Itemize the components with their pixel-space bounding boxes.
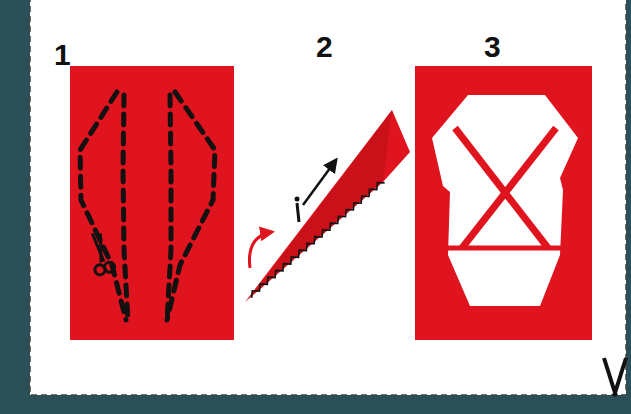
needle-icon	[295, 197, 300, 223]
card	[30, 0, 626, 395]
folded-sheet	[245, 110, 410, 302]
fold-arrow	[249, 232, 272, 268]
cut-border	[30, 0, 626, 395]
scissors-icon	[604, 358, 626, 396]
cut-lines	[80, 92, 215, 322]
red-sheet	[70, 66, 234, 340]
step-number: 1	[54, 40, 71, 70]
scissors-icon	[86, 230, 116, 276]
step-number: 2	[316, 32, 333, 62]
sew-arrow	[303, 160, 336, 205]
step-number: 3	[484, 32, 501, 62]
fold-shade	[250, 110, 392, 298]
red-sheet	[415, 66, 592, 340]
stitch-line	[252, 182, 385, 297]
cut-cross	[448, 128, 562, 248]
cut-shape	[432, 95, 578, 306]
